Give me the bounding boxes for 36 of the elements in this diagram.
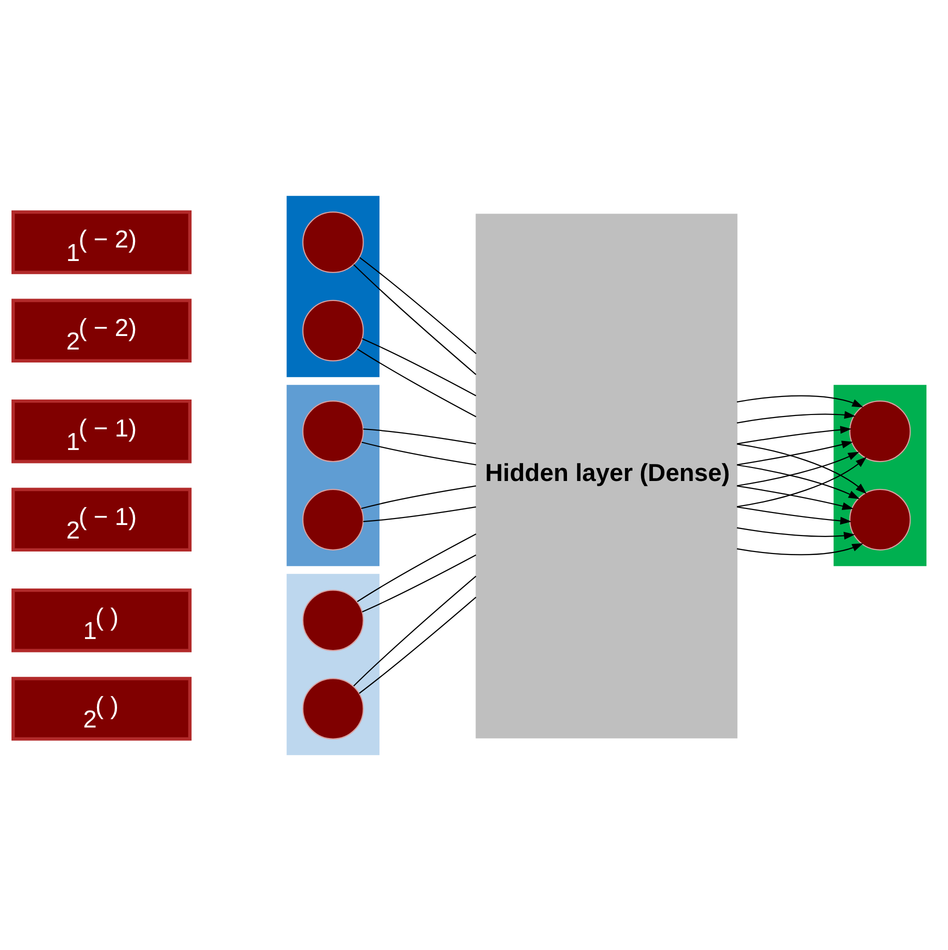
- connector: [362, 554, 476, 612]
- node-circle: [302, 677, 364, 739]
- connector: [362, 338, 476, 396]
- arrow: [736, 451, 860, 486]
- arrow: [736, 440, 854, 465]
- arrow: [736, 394, 864, 407]
- connector: [361, 484, 476, 509]
- arrow: [736, 464, 860, 499]
- connector: [357, 533, 476, 602]
- arrow: [736, 425, 852, 444]
- connector: [363, 506, 476, 522]
- node-circle: [302, 400, 364, 462]
- node-circle: [302, 299, 364, 361]
- connector: [363, 428, 476, 444]
- node-circle: [849, 400, 911, 462]
- arrow: [736, 542, 864, 555]
- arrow: [736, 484, 854, 510]
- node-circle: [302, 488, 364, 550]
- connector: [353, 575, 476, 686]
- cluster: [286, 573, 380, 755]
- cluster: [286, 195, 380, 377]
- connector: [358, 596, 476, 694]
- node-circle: [302, 211, 364, 273]
- arrow: [736, 506, 852, 524]
- cluster: [286, 384, 380, 566]
- connector: [357, 348, 476, 417]
- node-box: Hidden layer (Dense): [476, 213, 738, 738]
- arrow: [736, 526, 856, 540]
- node-circle: [302, 589, 364, 651]
- connector: [353, 264, 476, 374]
- arrow: [736, 443, 867, 494]
- connector: [359, 256, 476, 354]
- arrow: [736, 410, 856, 423]
- connector: [362, 441, 476, 465]
- cluster: [834, 384, 926, 566]
- arrow: [736, 456, 867, 507]
